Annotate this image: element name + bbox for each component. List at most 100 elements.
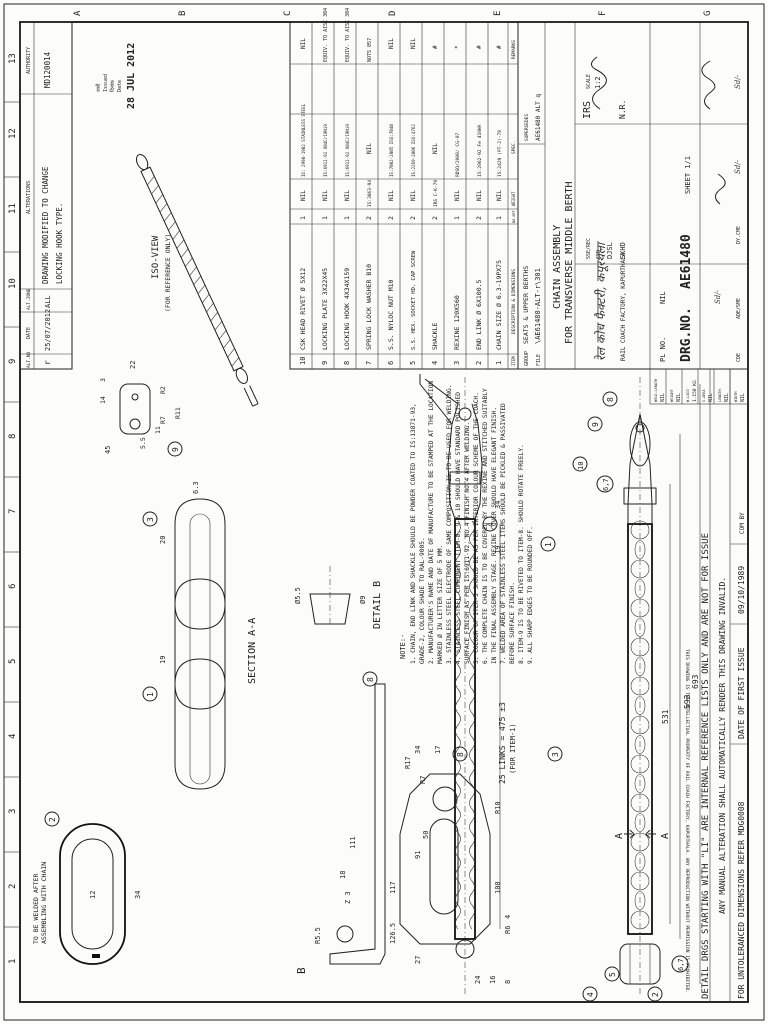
signature-1 (591, 56, 607, 110)
supersedes-value: AE61480 ALT q (535, 94, 542, 141)
zone-num-7: 7 (8, 509, 18, 514)
part-weight: NIL (322, 190, 329, 201)
part-desc: LOCKING PLATE 3X22X45 (321, 268, 329, 350)
end-link-view: TO BE WELDED AFTER ASSEMBLING WITH CHAIN… (32, 811, 142, 965)
wr-value-4: NIL (724, 393, 730, 402)
zone-letter-e: E (493, 11, 503, 16)
scale-value: 1:2 (594, 76, 602, 89)
parts-list: 10 CSK HEAD RIVET Ø 5X12 1 NIL IS: 2998-… (289, 8, 519, 370)
dim-531: 531 (661, 709, 670, 724)
chain-link (630, 832, 650, 852)
chain-link (634, 618, 646, 637)
weld-note-2: ASSEMBLING WITH CHAIN (40, 862, 48, 944)
stamp-l1: जारी (95, 83, 102, 92)
hook-z3: Z 3 (344, 891, 352, 904)
plate-r2: R2 (159, 386, 167, 394)
chain-link (634, 852, 646, 871)
hook-dim-16: 16 (489, 976, 497, 984)
zone-letter-b: B (178, 11, 188, 16)
chain-front-view: A A (614, 374, 671, 994)
part-qty: 1 (321, 216, 329, 220)
drawing-title-2: FOR TRANSVERSE MIDDLE BERTH (564, 181, 575, 344)
part-mat: * (454, 45, 461, 49)
part-item: 3 (453, 361, 461, 365)
alterations-header: ALTERATIONS (26, 181, 32, 214)
hook-r10: R10 (494, 801, 502, 814)
part-desc: CSK HEAD RIVET Ø 5X12 (299, 268, 307, 350)
part-qty: 2 (475, 216, 483, 220)
dim-693: 693 (691, 674, 700, 689)
part-mat: # (496, 45, 503, 49)
plate-d3: 3 (99, 378, 107, 382)
chain-top-view (419, 374, 483, 994)
stamp-l2: Issued (103, 74, 109, 92)
detail-b-marker: B (295, 967, 308, 974)
zone-num-10: 10 (8, 278, 18, 289)
wr-value-0: NIL (660, 393, 666, 402)
part-qty: 2 (365, 216, 373, 220)
wr-label-1: WEIGHT (670, 388, 674, 402)
chain-link (634, 735, 646, 754)
hook-dim-34: 34 (414, 746, 422, 754)
part-mat: # (432, 45, 439, 49)
drawing-title-1: CHAIN ASSEMBLY (552, 225, 563, 309)
alt-no: r (43, 360, 52, 365)
note-line: 4. STAINLESS STEEL COMPONENT ITEM-8, 9 &… (455, 392, 462, 664)
nr-value: N.R. (618, 100, 627, 119)
section-marker-a1: A (614, 833, 625, 839)
part-spec: NIL (432, 143, 439, 154)
alt-date: 25/07/2012 (44, 309, 52, 351)
tolerance-ref: FOR UNTOLERANCED DIMENSIONS REFER MDG000… (737, 801, 746, 999)
balloon-10: 10 (577, 462, 585, 470)
dfi-value: 09/10/1989 (737, 566, 746, 614)
parts-header-weight: WEIGHT (511, 191, 516, 206)
part-qty: 1 (453, 216, 461, 220)
table-row: 1 CHAIN SIZE Ø 6.3-19PX75 1 NIL IS:2429 … (495, 45, 503, 365)
zone-num-1: 1 (8, 959, 18, 964)
part-qty: 2 (409, 216, 417, 220)
wr-label-2: W.LOCO (686, 389, 690, 402)
links-dim: 25 LINKS = 475 ±3 (498, 702, 507, 784)
note-line: MARKED Ø IN LETTER SIZE OF 5 MM. (436, 545, 444, 664)
table-row: 4 SHACKLE 2 IRS C-K-79 NIL # (431, 45, 439, 365)
signature-text-1: Sd/- (734, 74, 742, 89)
alt-authority: MD120014 (43, 51, 52, 88)
zone-num-2: 2 (8, 884, 18, 889)
plate-dim-45: 45 (104, 446, 112, 454)
pl-value: NIL (659, 291, 667, 304)
hook-balloon-8: 8 (456, 752, 465, 757)
chain-link (634, 579, 646, 598)
part-mat: NIL (300, 38, 307, 49)
plate-d11: 11 (154, 426, 162, 434)
note-line: 1. CHAIN, END LINK AND SHACKLE SHOULD BE… (410, 403, 417, 664)
part-mat: NIL (388, 38, 395, 49)
part-spec: RDSO/2008/ CG-07 (455, 133, 461, 177)
bottom-strip: DETAIL DRGS STARTING WITH "LI" ARE INTER… (684, 369, 748, 1002)
part-qty: 1 (495, 216, 503, 220)
file-value: \AE61480-ALT-r\301 (534, 268, 542, 344)
for-item-label: (FOR ITEM-1) (509, 723, 517, 774)
bottom-line-1: DETAIL DRGS STARTING WITH "LI" ARE INTER… (701, 533, 711, 999)
outer-border (3, 3, 765, 1021)
part-weight: NIL (496, 190, 503, 201)
zone-num-12: 12 (8, 128, 18, 139)
part-weight: NIL (388, 190, 395, 201)
hook-dim-91: 91 (414, 851, 422, 859)
table-row: 10 CSK HEAD RIVET Ø 5X12 1 NIL IS: 2998-… (299, 38, 307, 365)
zone-num-4: 4 (8, 734, 18, 739)
zone-num-8: 8 (8, 434, 18, 439)
approver-4: SKHD (619, 242, 627, 259)
chain-link (634, 813, 646, 832)
parts-header-desc: DESCRIPTION & DIMENSIONS (511, 269, 517, 334)
chain-link (630, 793, 650, 813)
signature-2 (701, 60, 716, 110)
detail-b-d9: Ø9 (359, 596, 367, 604)
note-line: IN THE FINAL ASSEMBLY STAGE. REXINE COVE… (491, 407, 498, 664)
irs-label: IRS (582, 101, 593, 119)
chain-link (634, 774, 646, 793)
part-qty: 2 (431, 216, 439, 220)
issue-stamp: जारी Issued दिनांक Date 28 JUL 2012 (95, 43, 137, 109)
alt-date-header: DATE (26, 327, 32, 339)
copyright-note: THIS DRAWING IS THE INTELLECTUAL PROPERT… (684, 649, 690, 993)
